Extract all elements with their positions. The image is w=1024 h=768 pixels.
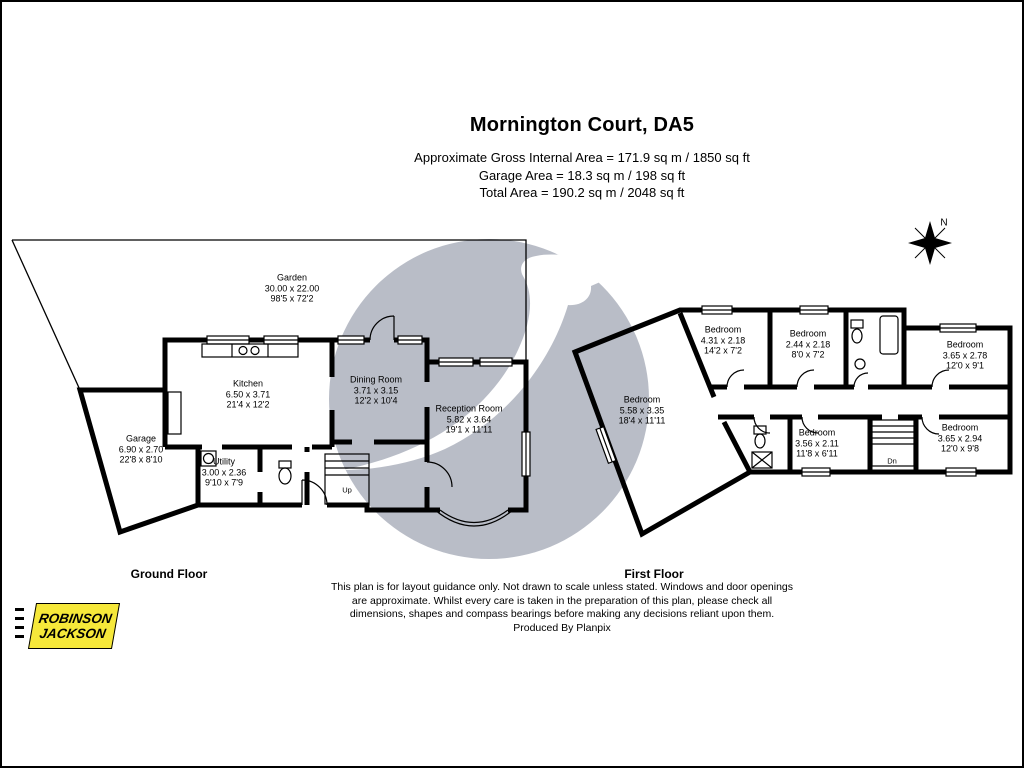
watermark-bird [342,254,632,470]
disclaimer: This plan is for layout guidance only. N… [262,581,862,635]
room-name: Bedroom [623,394,661,405]
header: Mornington Court, DA5 Approximate Gross … [152,114,1012,202]
agency-name-line1: ROBINSON [37,611,114,626]
room-dims-imperial: 19'1 x 11'11 [445,424,493,435]
window-icon [595,425,617,465]
room-name: Garden [276,272,308,283]
room-name: Dining Room [349,374,403,385]
utility-label: Utility 3.00 x 2.36 9'10 x 7'9 [202,456,247,488]
room-dims-metric: 3.00 x 2.36 [201,466,247,477]
bedroom-left-label: Bedroom 5.58 x 3.35 18'4 x 11'11 [619,394,666,426]
ground-floor-title: Ground Floor [130,567,208,581]
room-name: Bedroom [941,422,979,433]
gross-area-line: Approximate Gross Internal Area = 171.9 … [414,150,750,165]
page-title: Mornington Court, DA5 [469,114,695,136]
garage-label: Garage 6.90 x 2.70 22'8 x 8'10 [119,433,164,465]
first-floor-plan [571,305,1013,538]
logo-speed-lines-icon [15,608,24,644]
door-arc-icon [753,416,940,435]
kitchen-fixtures-icon [167,343,299,435]
room-dims-metric: 2.44 x 2.18 [785,338,831,349]
room-dims-metric: 5.58 x 3.35 [619,404,665,415]
bay-window-icon [434,509,514,527]
door-arc-icon [301,479,328,506]
total-area-line: Total Area = 190.2 sq m / 2048 sq ft [479,185,685,200]
first-floor-details [595,305,977,477]
room-dims-imperial: 18'4 x 11'11 [618,415,666,426]
ground-floor-plan [11,239,531,536]
staircase-down-icon [871,419,915,467]
room-dims-metric: 3.65 x 2.78 [942,349,988,360]
utility-fixtures-icon [200,450,217,467]
wc-fixtures-icon [278,460,292,485]
bedroom-top-left-label: Bedroom 4.31 x 2.18 14'2 x 7'2 [701,324,746,356]
room-dims-imperial: 8'0 x 7'2 [791,349,825,360]
ground-floor-details [167,315,531,527]
bedroom-top-middle-label: Bedroom 2.44 x 2.18 8'0 x 7'2 [786,328,831,360]
room-dims-imperial: 98'5 x 72'2 [270,293,314,304]
room-dims-imperial: 21'4 x 12'2 [226,399,270,410]
bathroom-fixtures-icon [751,425,773,469]
compass-north-label: N [940,217,948,229]
agency-logo: ROBINSON JACKSON [27,603,121,649]
room-name: Reception Room [435,403,503,414]
garage-area-line: Garage Area = 18.3 sq m / 198 sq ft [478,167,686,183]
disclaimer-line: This plan is for layout guidance only. N… [330,581,794,593]
first-floor-walls [571,307,1013,538]
garden-outline [11,239,527,391]
garden-label: Garden 30.00 x 22.00 98'5 x 72'2 [265,272,320,304]
stairs-up-label: Up [342,485,352,495]
first-floor-title: First Floor [624,567,684,581]
room-dims-imperial: 12'2 x 10'4 [354,395,398,406]
door-arc-icon [426,461,453,488]
room-dims-imperial: 9'10 x 7'9 [205,477,243,488]
bedroom-bottom-right-label: Bedroom 3.65 x 2.94 12'0 x 9'8 [938,422,983,454]
reception-room-label: Reception Room 5.82 x 3.64 19'1 x 11'11 [435,403,502,435]
watermark-logo [329,239,649,559]
bathroom-fixtures-icon [850,315,899,370]
staircase-up-icon [324,453,370,505]
room-dims-imperial: 12'0 x 9'1 [946,360,984,371]
stairs-down-label: Dn [887,456,897,466]
room-name: Kitchen [232,378,264,389]
room-dims-metric: 3.65 x 2.94 [937,432,983,443]
room-dims-metric: 30.00 x 22.00 [264,282,320,293]
door-arc-icon [369,315,395,341]
door-arc-icon [726,369,950,388]
room-dims-metric: 6.50 x 3.71 [225,388,271,399]
bedroom-top-right-label: Bedroom 3.65 x 2.78 12'0 x 9'1 [943,339,988,371]
room-name: Garage [125,433,157,444]
room-name: Bedroom [798,427,836,438]
room-name: Bedroom [946,339,984,350]
compass-icon [908,221,952,265]
room-dims-imperial: 22'8 x 8'10 [119,454,163,465]
agency-name-line2: JACKSON [38,626,107,641]
disclaimer-line: dimensions, shapes and compass bearings … [349,608,775,620]
room-name: Bedroom [789,328,827,339]
room-dims-metric: 3.56 x 2.11 [795,437,839,448]
dining-room-label: Dining Room 3.71 x 3.15 12'2 x 10'4 [350,374,402,406]
room-dims-metric: 6.90 x 2.70 [118,443,164,454]
room-dims-imperial: 11'8 x 6'11 [796,448,838,459]
produced-by-line: Produced By Planpix [513,621,611,634]
room-name: Utility [212,456,235,467]
room-dims-metric: 5.82 x 3.64 [446,413,492,424]
kitchen-label: Kitchen 6.50 x 3.71 21'4 x 12'2 [226,378,271,410]
room-dims-metric: 4.31 x 2.18 [700,334,746,345]
disclaimer-line: are approximate. Whilst every care is ta… [351,594,773,607]
room-dims-metric: 3.71 x 3.15 [353,384,399,395]
bedroom-bottom-middle-label: Bedroom 3.56 x 2.11 11'8 x 6'11 [795,427,839,459]
room-name: Bedroom [704,324,742,335]
room-dims-imperial: 12'0 x 9'8 [941,443,979,454]
room-dims-imperial: 14'2 x 7'2 [704,345,742,356]
